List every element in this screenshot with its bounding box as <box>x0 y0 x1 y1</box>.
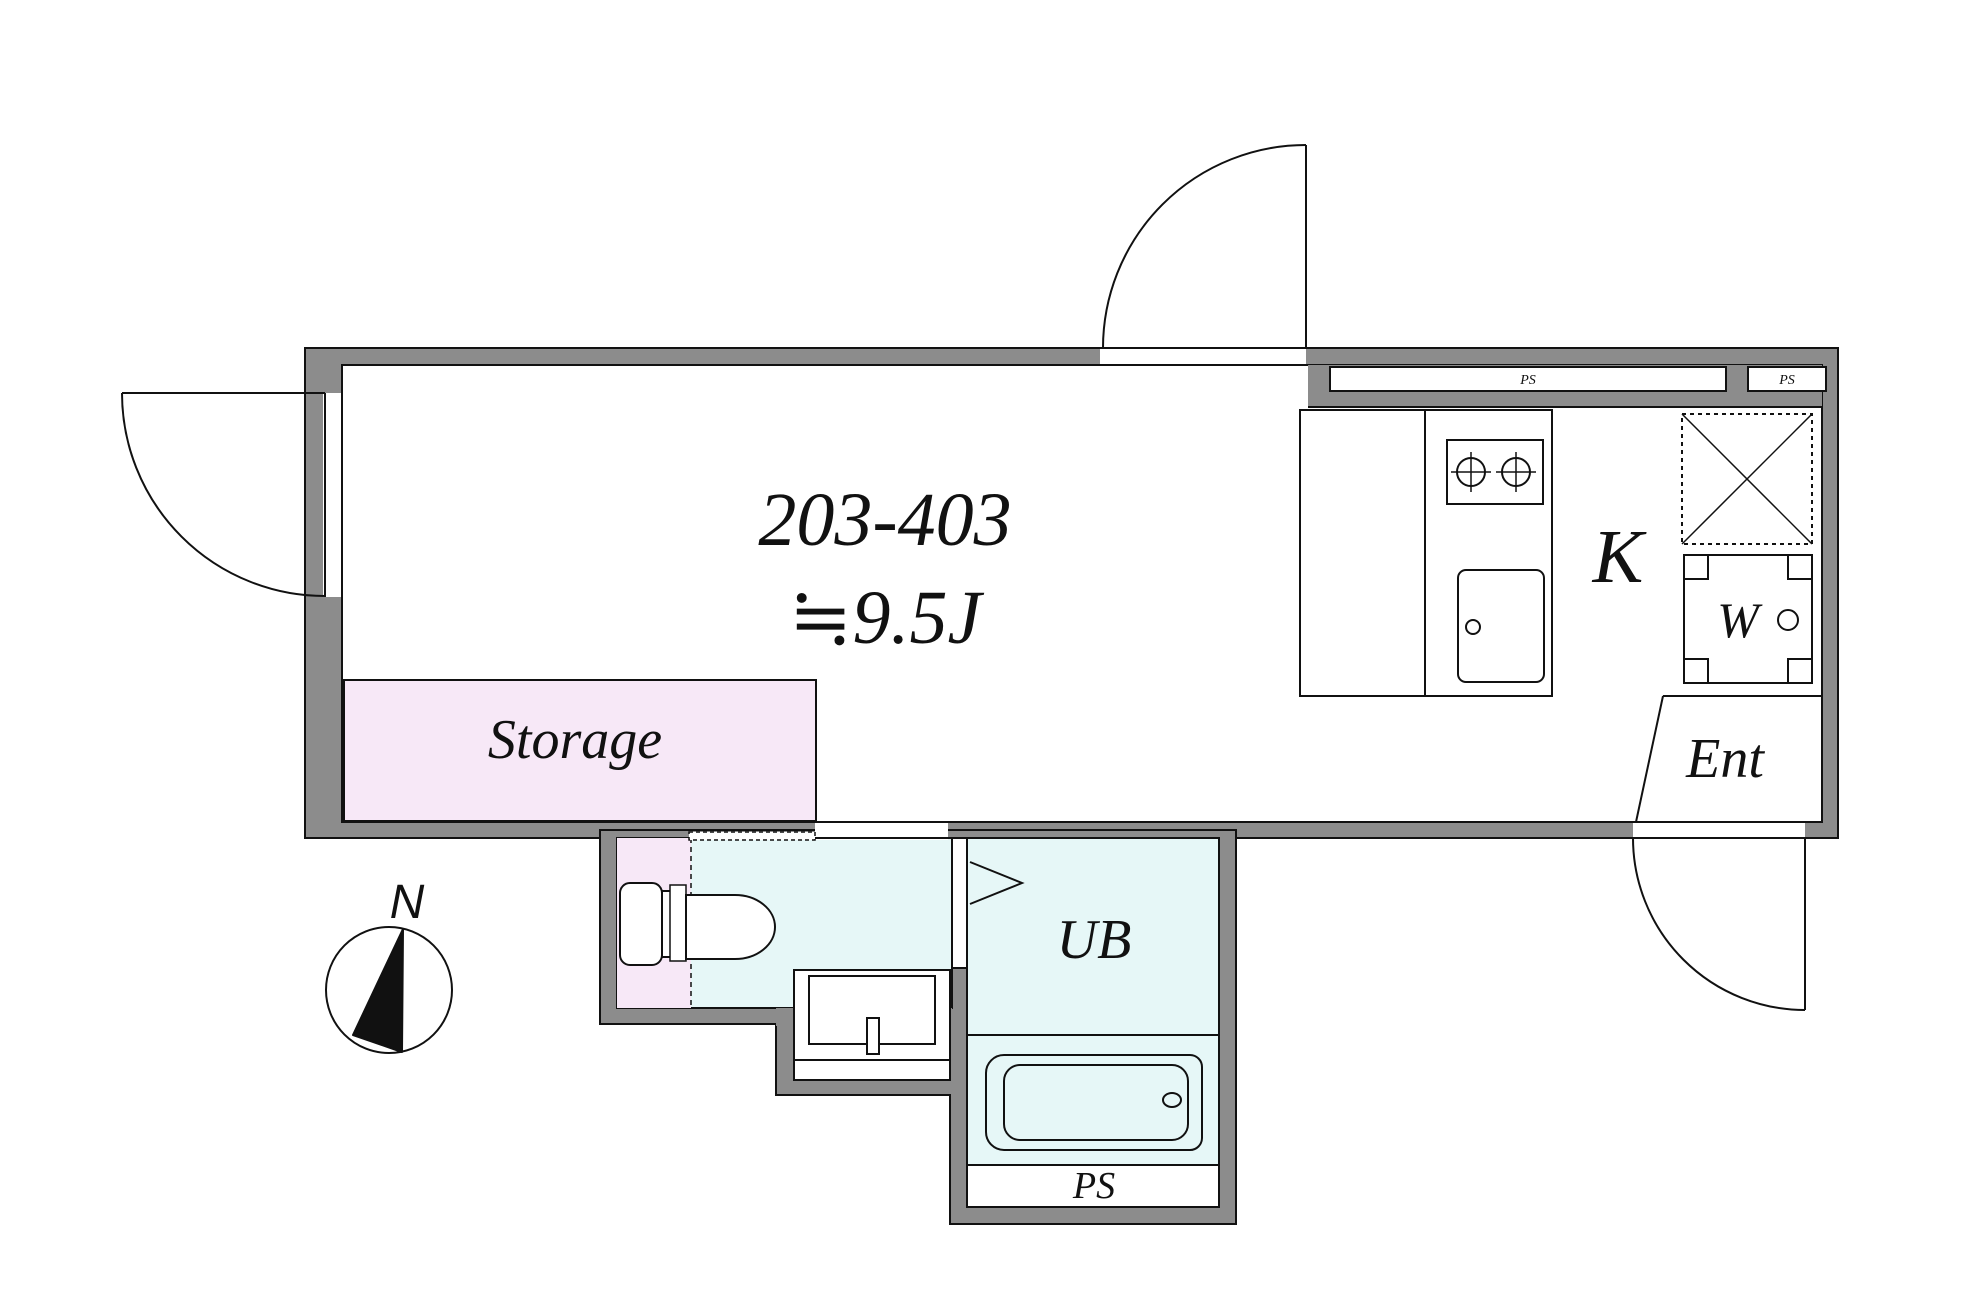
ps-top-long <box>1329 366 1727 392</box>
compass-label: N <box>390 876 425 929</box>
kitchen-counter <box>1299 409 1553 697</box>
door-top <box>1102 144 1307 349</box>
door-entrance <box>1632 837 1806 1011</box>
compass-needle-icon <box>352 928 404 1053</box>
entrance-step <box>1635 695 1822 823</box>
room-bath-floor <box>966 837 1220 1208</box>
doors <box>121 144 1806 1011</box>
entrance-label: Ent <box>1685 728 1765 790</box>
bathtub-icon <box>985 1054 1203 1151</box>
ps-bath <box>966 1164 1220 1208</box>
sink-icon <box>1457 569 1545 683</box>
door-left <box>121 392 326 597</box>
toilet-icon <box>619 882 776 966</box>
kitchen-label: K <box>1592 515 1647 599</box>
wall-toilet-bath <box>951 837 968 969</box>
ps-top-short <box>1747 366 1827 392</box>
unit-bath-label: UB <box>1057 909 1132 971</box>
ps-top-long-label: PS <box>1519 373 1536 388</box>
openings <box>323 346 1805 840</box>
ps-bath-label: PS <box>1072 1165 1115 1207</box>
ps-top-short-label: PS <box>1778 373 1795 388</box>
storage-area <box>343 679 817 822</box>
toilet-room <box>619 831 951 1081</box>
north-compass: N <box>325 876 453 1054</box>
washbasin-icon <box>793 969 951 1081</box>
stove-icon <box>1446 439 1544 505</box>
washer-label: W <box>1717 592 1763 648</box>
storage-label: Storage <box>488 709 662 771</box>
washer-space: W <box>1683 554 1813 684</box>
ventilation-icon <box>1681 413 1813 545</box>
unit-area: ≒9.5J <box>789 576 985 660</box>
bath-door-icon <box>969 861 1025 905</box>
compass-circle <box>325 926 453 1054</box>
unit-number: 203-403 <box>758 478 1011 562</box>
